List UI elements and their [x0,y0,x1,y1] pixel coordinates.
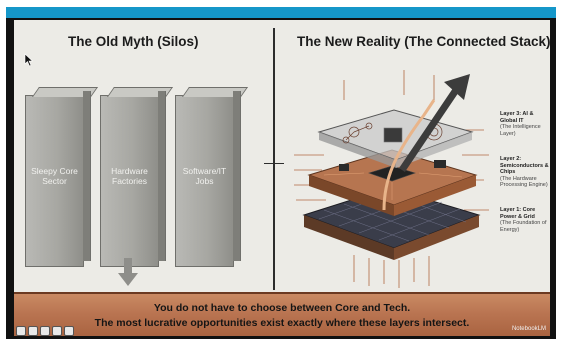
player-control-icon[interactable] [16,326,26,336]
layer-3-desc: (The Intelligence Layer) [500,124,541,137]
layer-1-desc: (The Foundation of Energy) [500,220,547,233]
circuit-traces [294,70,489,288]
banner-line-1: You do not have to choose between Core a… [153,302,411,314]
layer-1-power-grid [302,187,481,260]
pillar-hardware-factories: Hardware Factories [100,91,166,267]
pillar-label: Software/IT Jobs [182,166,227,186]
center-divider [273,28,275,290]
player-control-icon[interactable] [52,326,62,336]
pillar-label: Sleepy Core Sector [31,166,78,186]
layer-3-title: Layer 3: AI & Global IT [500,111,534,124]
watermark: NotebookLM [511,326,546,332]
frame-top-bar [6,7,556,18]
layer-2-title: Layer 2: Semiconductors & Chips [500,156,549,176]
layer-2-semiconductors [307,149,478,216]
layer-1-title: Layer 1: Core Power & Grid [500,207,536,220]
player-control-icon[interactable] [40,326,50,336]
layer-3-label: Layer 3: AI & Global IT (The Intelligenc… [500,111,550,137]
cursor-icon [24,53,34,67]
layer-2-label: Layer 2: Semiconductors & Chips (The Har… [500,156,550,189]
layer-2-desc: (The Hardware Processing Engine) [500,175,548,189]
layer-1-label: Layer 1: Core Power & Grid (The Foundati… [500,207,550,233]
old-myth-title: The Old Myth (Silos) [68,34,199,49]
connected-stack-illustration [294,70,489,288]
summary-banner: You do not have to choose between Core a… [14,292,550,336]
slide: The Old Myth (Silos) The New Reality (Th… [14,20,550,336]
up-arrow-icon [382,74,470,211]
divider-tick [264,163,284,164]
down-arrow-icon [118,258,138,286]
player-controls[interactable] [16,326,76,336]
pillar-label: Hardware Factories [111,166,148,186]
player-control-icon[interactable] [28,326,38,336]
banner-line-2: The most lucrative opportunities exist e… [94,317,470,329]
pillar-core-sector: Sleepy Core Sector [25,91,91,267]
new-reality-title: The New Reality (The Connected Stack) [297,34,550,49]
pillar-software-it: Software/IT Jobs [175,91,241,267]
player-control-icon[interactable] [64,326,74,336]
